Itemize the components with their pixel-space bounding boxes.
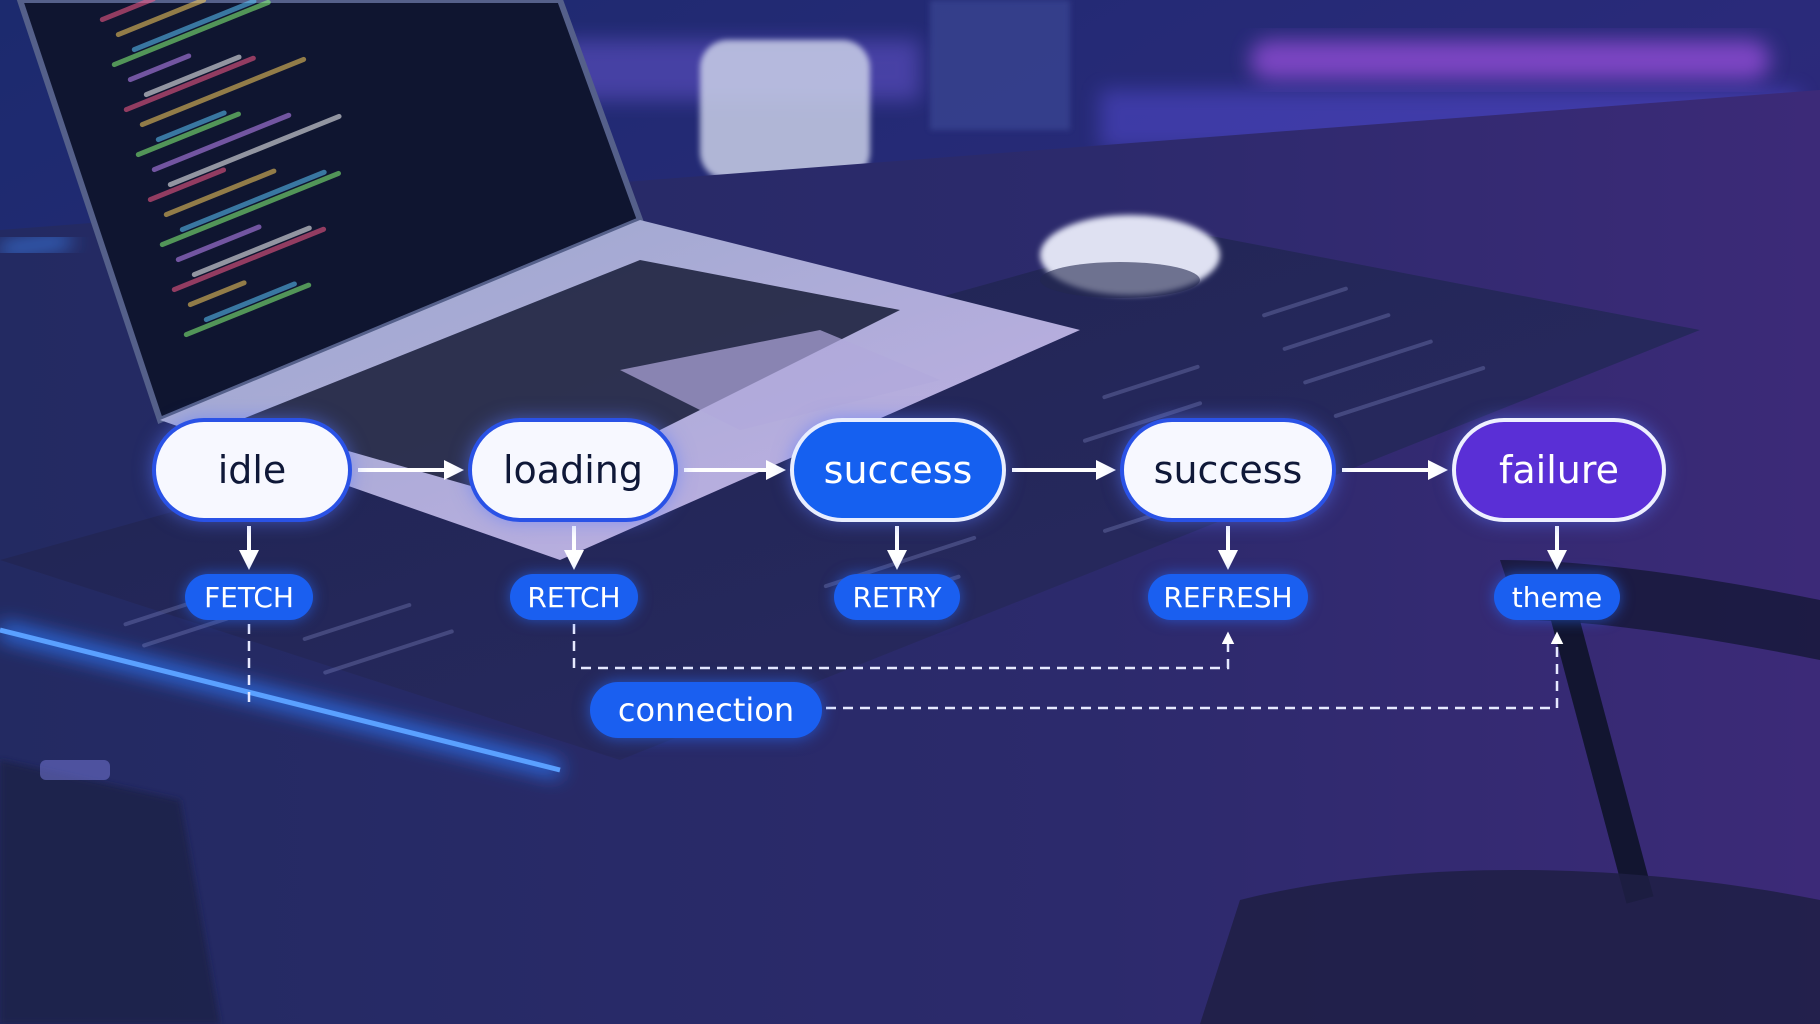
event-label: theme (1511, 580, 1603, 614)
state-success-active[interactable]: success (790, 418, 1006, 522)
event-retch[interactable]: RETCH (510, 574, 638, 620)
state-idle[interactable]: idle (152, 418, 352, 522)
event-fetch[interactable]: FETCH (185, 574, 313, 620)
connection-text: connection (617, 691, 795, 729)
event-label: RETCH (527, 580, 621, 614)
state-label: loading (503, 448, 643, 492)
event-theme[interactable]: theme (1494, 574, 1620, 620)
event-refresh[interactable]: REFRESH (1148, 574, 1308, 620)
state-loading[interactable]: loading (468, 418, 678, 522)
state-label: idle (217, 448, 287, 492)
event-label: FETCH (204, 580, 294, 614)
event-label: REFRESH (1163, 580, 1293, 614)
state-label: success (1153, 448, 1303, 492)
state-label: failure (1498, 448, 1620, 492)
state-success[interactable]: success (1120, 418, 1336, 522)
event-retry[interactable]: RETRY (834, 574, 960, 620)
state-failure[interactable]: failure (1452, 418, 1666, 522)
event-label: RETRY (852, 580, 942, 614)
state-label: success (823, 448, 973, 492)
connection-label[interactable]: connection (590, 682, 822, 738)
